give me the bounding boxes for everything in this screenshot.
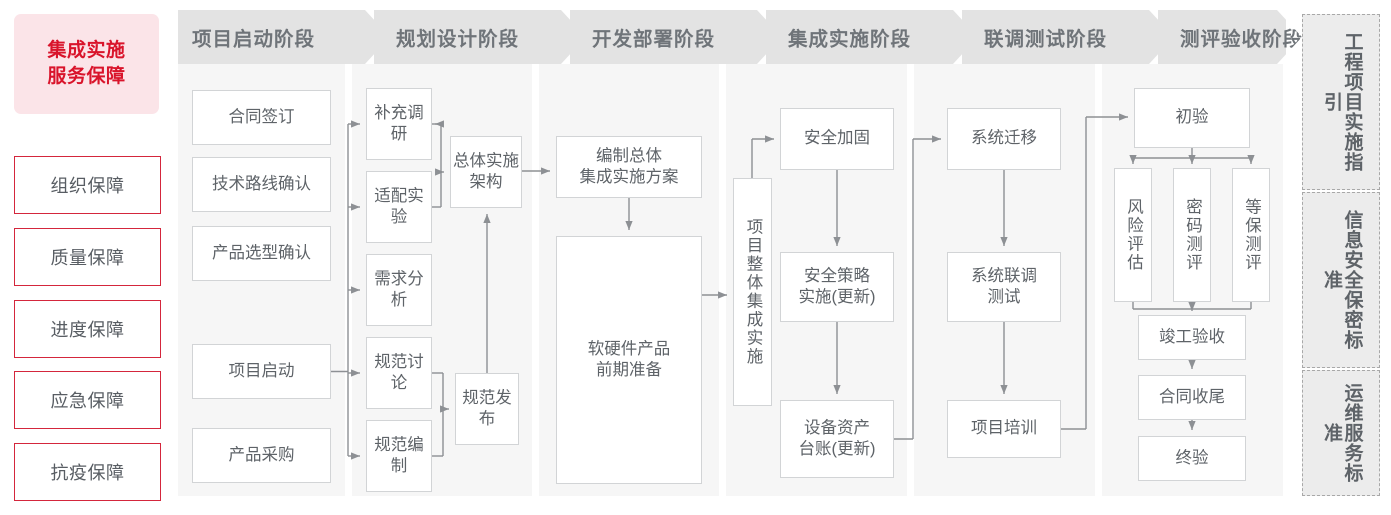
node-supplementary-research[interactable]: 补充调研 xyxy=(366,88,432,160)
node-adaptation-experiment-label: 适配实验 xyxy=(374,186,424,226)
node-overall-implementation-architecture[interactable]: 总体实施架构 xyxy=(450,136,522,208)
right-rail-engineering-guide[interactable]: 工程项目实施指引 xyxy=(1302,14,1380,190)
node-spec-discussion[interactable]: 规范讨论 xyxy=(366,337,432,409)
node-completion-acceptance[interactable]: 竣工验收 xyxy=(1138,315,1246,360)
node-tech-route-confirm[interactable]: 技术路线确认 xyxy=(192,157,331,212)
node-system-joint-test-line1: 系统联调 xyxy=(971,266,1037,285)
node-preliminary-acceptance[interactable]: 初验 xyxy=(1134,88,1250,148)
node-hw-sw-preparation-line1: 软硬件产品 xyxy=(587,339,671,358)
phase-header-1[interactable]: 项目启动阶段 xyxy=(178,10,374,64)
node-risk-assessment-label: 风险评估 xyxy=(1124,198,1143,272)
phase-header-6[interactable]: 测评验收阶段 xyxy=(1158,10,1302,64)
node-overall-implementation-architecture-label: 总体实施架构 xyxy=(453,151,519,191)
node-spec-discussion-label: 规范讨论 xyxy=(374,352,424,392)
node-mlps-evaluation-label: 等保测评 xyxy=(1242,198,1261,272)
node-risk-assessment[interactable]: 风险评估 xyxy=(1114,168,1152,302)
rail-item-organization[interactable]: 组织保障 xyxy=(14,156,161,214)
phase-header-6-label: 测评验收阶段 xyxy=(1180,28,1304,51)
phase-header-5[interactable]: 联调测试阶段 xyxy=(962,10,1158,64)
node-spec-release-label: 规范发布 xyxy=(462,388,512,428)
phase-header-3[interactable]: 开发部署阶段 xyxy=(570,10,766,64)
node-spec-drafting[interactable]: 规范编制 xyxy=(366,420,432,492)
right-rail-engineering-guide-label: 工程项目实施指引 xyxy=(1321,32,1363,172)
rail-item-epidemic[interactable]: 抗疫保障 xyxy=(14,443,161,501)
phase-header-2-label: 规划设计阶段 xyxy=(396,28,520,51)
right-rail-ops-standard-label: 运维服务标准 xyxy=(1321,383,1363,483)
right-rail-security-standard-label: 信息安全保密标准 xyxy=(1321,210,1363,350)
phase-header-4-label: 集成实施阶段 xyxy=(788,28,912,51)
left-rail-title-line2: 服务保障 xyxy=(47,66,126,87)
node-supplementary-research-label: 补充调研 xyxy=(374,103,424,143)
node-security-policy-implementation-line2: 实施(更新) xyxy=(798,288,876,306)
node-security-hardening[interactable]: 安全加固 xyxy=(780,108,894,170)
node-project-training[interactable]: 项目培训 xyxy=(947,400,1061,458)
node-spec-release[interactable]: 规范发布 xyxy=(455,373,519,445)
node-hw-sw-preparation[interactable]: 软硬件产品 前期准备 xyxy=(556,236,702,484)
node-contract-closeout[interactable]: 合同收尾 xyxy=(1138,375,1246,420)
node-overall-project-integration-label: 项目整体集成实施 xyxy=(743,218,762,366)
node-prepare-integration-plan[interactable]: 编制总体 集成实施方案 xyxy=(556,136,702,198)
node-final-acceptance[interactable]: 终验 xyxy=(1138,436,1246,481)
phase-header-1-label: 项目启动阶段 xyxy=(192,28,316,51)
rail-item-quality[interactable]: 质量保障 xyxy=(14,228,161,286)
phase-header-2[interactable]: 规划设计阶段 xyxy=(374,10,570,64)
node-asset-ledger-update-line1: 设备资产 xyxy=(804,418,870,437)
node-product-selection[interactable]: 产品选型确认 xyxy=(192,226,331,281)
node-project-kickoff[interactable]: 项目启动 xyxy=(192,344,331,399)
rail-item-schedule[interactable]: 进度保障 xyxy=(14,300,161,358)
node-system-joint-test-line2: 测试 xyxy=(987,288,1021,306)
right-rail-security-standard[interactable]: 信息安全保密标准 xyxy=(1302,192,1380,368)
node-mlps-evaluation[interactable]: 等保测评 xyxy=(1232,168,1270,302)
node-overall-project-integration[interactable]: 项目整体集成实施 xyxy=(733,178,772,406)
node-requirement-analysis-label: 需求分析 xyxy=(374,269,424,309)
node-hw-sw-preparation-line2: 前期准备 xyxy=(596,361,662,379)
node-spec-drafting-label: 规范编制 xyxy=(374,435,424,475)
node-security-policy-implementation[interactable]: 安全策略 实施(更新) xyxy=(780,252,894,322)
node-cryptography-evaluation[interactable]: 密码测评 xyxy=(1173,168,1211,302)
phase-header-3-label: 开发部署阶段 xyxy=(592,28,716,51)
rail-item-emergency[interactable]: 应急保障 xyxy=(14,371,161,429)
node-requirement-analysis[interactable]: 需求分析 xyxy=(366,254,432,326)
node-cryptography-evaluation-label: 密码测评 xyxy=(1183,198,1202,272)
node-prepare-integration-plan-line2: 集成实施方案 xyxy=(579,168,679,186)
right-rail-ops-standard[interactable]: 运维服务标准 xyxy=(1302,370,1380,496)
node-asset-ledger-update[interactable]: 设备资产 台账(更新) xyxy=(780,400,894,478)
node-prepare-integration-plan-line1: 编制总体 xyxy=(596,146,662,165)
node-contract-signing[interactable]: 合同签订 xyxy=(192,90,331,145)
phase-header-5-label: 联调测试阶段 xyxy=(984,28,1108,51)
left-rail-title: 集成实施 服务保障 xyxy=(14,14,159,114)
node-product-procurement[interactable]: 产品采购 xyxy=(192,428,331,483)
node-adaptation-experiment[interactable]: 适配实验 xyxy=(366,171,432,243)
left-rail-title-line1: 集成实施 xyxy=(47,40,126,62)
node-system-migration[interactable]: 系统迁移 xyxy=(947,108,1061,170)
phase-header-4[interactable]: 集成实施阶段 xyxy=(766,10,962,64)
node-system-joint-test[interactable]: 系统联调 测试 xyxy=(947,252,1061,322)
node-security-policy-implementation-line1: 安全策略 xyxy=(804,266,870,285)
node-asset-ledger-update-line2: 台账(更新) xyxy=(798,440,876,458)
